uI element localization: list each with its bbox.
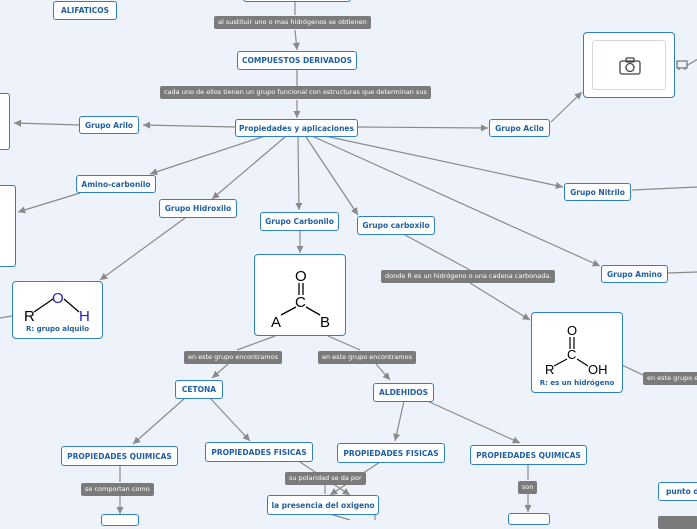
node-cetona[interactable]: CETONA: [175, 380, 223, 399]
node-grupo-carbonilo[interactable]: Grupo Carbonilo: [260, 212, 339, 231]
node-alifaticos[interactable]: ALIFATICOS: [53, 1, 117, 20]
hidroxilo-caption: R: grupo alquilo: [25, 325, 90, 333]
atom-a: A: [271, 314, 281, 331]
node-bottom-partial-left[interactable]: [101, 514, 139, 526]
node-propiedades-fisicas-cetona[interactable]: PROPIEDADES FISICAS: [205, 442, 313, 462]
carbonyl-structure-diagram: O C A B: [271, 268, 330, 331]
label-son: son: [518, 481, 538, 494]
carboxyl-structure-diagram: O C R OH: [545, 323, 608, 377]
carboxilo-caption: R: es un hidrógeno: [539, 379, 615, 387]
label-se-comportan: se comportan como: [81, 483, 154, 496]
atom-o: O: [52, 290, 64, 307]
node-propiedades-quimicas-cetona[interactable]: PROPIEDADES QUIMICAS: [61, 446, 178, 466]
top-node[interactable]: [243, 0, 351, 2]
node-grupo-carboxilo[interactable]: Grupo carboxilo: [357, 216, 435, 235]
label-donde-r: donde R es un hidrógeno o una cadena car…: [381, 270, 556, 283]
label-en-este-cetona: en este grupo encontramos: [184, 351, 282, 364]
node-presencia-oxigeno[interactable]: la presencia del oxigeno: [267, 495, 379, 515]
node-aldehidos[interactable]: ALDEHIDOS: [373, 383, 434, 402]
node-bottom-partial-right[interactable]: [508, 513, 550, 525]
label-en-este-right: en este grupo en: [643, 372, 697, 385]
label-en-este-ald: en este grupo encontramos: [318, 351, 416, 364]
atom-h: H: [79, 308, 90, 325]
hydroxyl-structure-diagram: R O H: [24, 290, 90, 325]
label-polaridad: su polaridad se da por: [285, 472, 366, 485]
left-partial-node-1[interactable]: [0, 93, 10, 150]
right-edge-connector: [686, 58, 697, 67]
atom-b: B: [320, 314, 330, 331]
image-placeholder-node[interactable]: [583, 32, 675, 98]
atom-o: O: [295, 268, 307, 285]
node-compuestos-derivados[interactable]: COMPUESTOS DERIVADOS: [237, 51, 357, 70]
node-grupo-nitrilo[interactable]: Grupo Nitrilo: [564, 183, 631, 201]
label-sustituir: al sustituir uno o mas hidrógenos se obt…: [214, 16, 371, 29]
carboxilo-structure-node[interactable]: O C R OH R: es un hidrógeno: [531, 312, 623, 393]
node-propiedades-fisicas-aldehidos[interactable]: PROPIEDADES FISICAS: [337, 443, 445, 463]
label-bottom-right-partial: [658, 516, 697, 529]
node-punto[interactable]: punto de: [658, 482, 697, 501]
carbonilo-structure-node[interactable]: O C A B: [254, 254, 346, 336]
atom-r: R: [545, 362, 554, 377]
atom-r: R: [24, 308, 35, 325]
node-amino-carbonilo[interactable]: Amino-carbonilo: [76, 175, 156, 193]
node-grupo-arilo[interactable]: Grupo Arilo: [79, 116, 139, 134]
label-cada-uno: cada uno de ellos tienen un grupo funcio…: [160, 86, 431, 99]
image-frame: [592, 40, 666, 90]
left-partial-node-2[interactable]: [0, 185, 16, 267]
atom-c: C: [567, 347, 576, 362]
node-propiedades-aplicaciones[interactable]: Propiedades y aplicaciones: [235, 119, 358, 137]
node-propiedades-quimicas-aldehidos[interactable]: PROPIEDADES QUIMICAS: [470, 445, 587, 465]
hidroxilo-structure-node[interactable]: R O H R: grupo alquilo: [12, 281, 103, 339]
atom-o: O: [567, 323, 577, 338]
node-grupo-hidroxilo[interactable]: Grupo Hidroxilo: [159, 199, 237, 218]
image-icon[interactable]: [676, 59, 688, 71]
atom-c: C: [295, 294, 306, 311]
node-grupo-amino[interactable]: Grupo Amino: [601, 265, 668, 283]
camera-icon: [619, 57, 641, 75]
node-grupo-acilo[interactable]: Grupo Acilo: [489, 119, 550, 137]
atom-oh: OH: [588, 362, 608, 377]
